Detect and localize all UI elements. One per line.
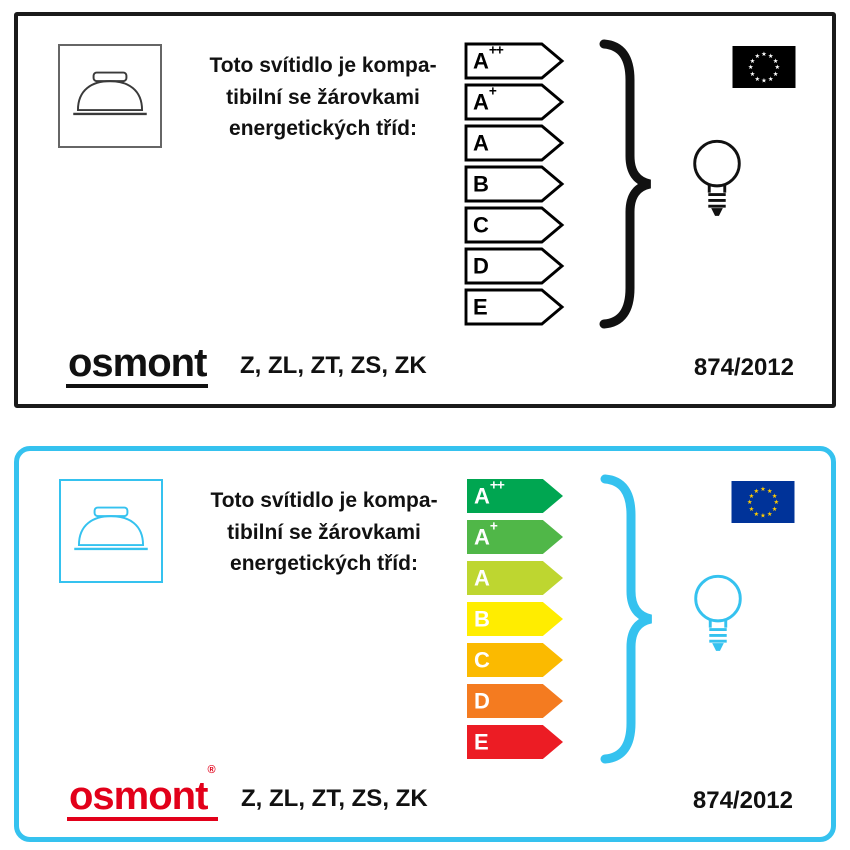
svg-text:★: ★ xyxy=(772,506,778,513)
svg-text:★: ★ xyxy=(768,53,774,60)
svg-text:★: ★ xyxy=(773,499,779,506)
svg-text:★: ★ xyxy=(761,51,767,58)
energy-class-label: C xyxy=(474,647,490,673)
ceiling-luminaire-icon xyxy=(74,506,148,551)
eu-flag-icon: ★★★ ★★★ ★★★ ★★★ xyxy=(732,46,796,88)
osmont-logo: osmont® xyxy=(67,764,218,821)
compatibility-text: Toto svítidlo je kompa- tibilní se žárov… xyxy=(170,50,476,145)
regulation-number: 874/2012 xyxy=(692,787,793,814)
energy-class-arrow-c: C xyxy=(464,206,565,244)
energy-class-arrow-b: B xyxy=(467,602,563,636)
curly-brace xyxy=(599,39,652,329)
svg-text:★: ★ xyxy=(767,488,773,495)
compatibility-text-line: tibilní se žárovkami xyxy=(226,85,420,109)
energy-class-label: D xyxy=(473,253,489,279)
svg-text:★: ★ xyxy=(748,64,754,71)
svg-text:★: ★ xyxy=(749,493,755,500)
luminaire-icon-box xyxy=(59,479,163,583)
svg-text:★: ★ xyxy=(755,53,761,60)
energy-class-label: C xyxy=(473,212,489,238)
svg-text:★: ★ xyxy=(749,506,755,513)
model-codes: Z, ZL, ZT, ZS, ZK xyxy=(241,785,428,812)
svg-text:★: ★ xyxy=(761,77,767,84)
ceiling-luminaire-icon xyxy=(73,71,147,116)
svg-text:★: ★ xyxy=(773,71,779,78)
svg-text:★: ★ xyxy=(747,499,753,506)
energy-class-arrow-a: A xyxy=(467,561,563,595)
energy-class-list: A++ A+ A B C D xyxy=(467,477,563,759)
eu-flag-icon: ★★★ ★★★ ★★★ ★★★ xyxy=(731,481,795,523)
energy-class-label: A xyxy=(473,130,489,156)
svg-text:★: ★ xyxy=(767,511,773,518)
svg-text:★: ★ xyxy=(760,512,766,519)
compatibility-text-line: tibilní se žárovkami xyxy=(227,520,421,544)
energy-class-arrow-c: C xyxy=(467,643,563,677)
energy-class-label: E xyxy=(473,294,488,320)
svg-text:★: ★ xyxy=(754,511,760,518)
energy-class-arrow-ap: A+ xyxy=(467,518,563,554)
energy-class-label: A+ xyxy=(473,83,497,115)
curly-brace xyxy=(600,474,653,764)
energy-class-arrow-app: A++ xyxy=(464,42,565,80)
energy-class-list: A++ A+ A B C D xyxy=(464,42,565,326)
energy-class-arrow-a: A xyxy=(464,124,565,162)
svg-text:★: ★ xyxy=(774,64,780,71)
energy-class-label: B xyxy=(473,171,489,197)
energy-class-arrow-b: B xyxy=(464,165,565,203)
svg-text:★: ★ xyxy=(760,486,766,493)
energy-class-label: A++ xyxy=(474,477,505,509)
energy-label-card-color: Toto svítidlo je kompa- tibilní se žárov… xyxy=(14,446,836,842)
light-bulb-icon xyxy=(693,139,741,216)
energy-class-arrow-d: D xyxy=(467,684,563,718)
svg-text:★: ★ xyxy=(773,58,779,65)
energy-class-label: D xyxy=(474,688,490,714)
energy-class-label: B xyxy=(474,606,490,632)
regulation-number: 874/2012 xyxy=(693,354,794,381)
svg-text:★: ★ xyxy=(750,58,756,65)
compatibility-text: Toto svítidlo je kompa- tibilní se žárov… xyxy=(171,485,477,580)
energy-class-arrow-e: E xyxy=(467,725,563,759)
energy-class-label: A+ xyxy=(474,518,498,550)
energy-label-card-mono: Toto svítidlo je kompa- tibilní se žárov… xyxy=(14,12,836,408)
compatibility-text-line: Toto svítidlo je kompa- xyxy=(209,54,437,77)
svg-text:★: ★ xyxy=(755,76,761,83)
energy-class-arrow-app: A++ xyxy=(467,477,563,513)
energy-class-label: A++ xyxy=(473,42,504,74)
energy-class-arrow-ap: A+ xyxy=(464,83,565,121)
compatibility-text-line: energetických tříd: xyxy=(229,117,417,140)
light-bulb-icon xyxy=(694,574,742,651)
compatibility-text-line: energetických tříd: xyxy=(230,552,418,575)
svg-text:★: ★ xyxy=(768,76,774,83)
svg-text:★: ★ xyxy=(750,71,756,78)
svg-text:★: ★ xyxy=(772,493,778,500)
svg-text:★: ★ xyxy=(754,488,760,495)
compatibility-text-line: Toto svítidlo je kompa- xyxy=(210,489,438,512)
model-codes: Z, ZL, ZT, ZS, ZK xyxy=(240,352,427,379)
energy-class-label: A xyxy=(474,565,490,591)
energy-class-arrow-e: E xyxy=(464,288,565,326)
energy-class-arrow-d: D xyxy=(464,247,565,285)
osmont-logo: osmont xyxy=(66,343,209,388)
energy-class-label: E xyxy=(474,729,489,755)
luminaire-icon-box xyxy=(58,44,162,148)
